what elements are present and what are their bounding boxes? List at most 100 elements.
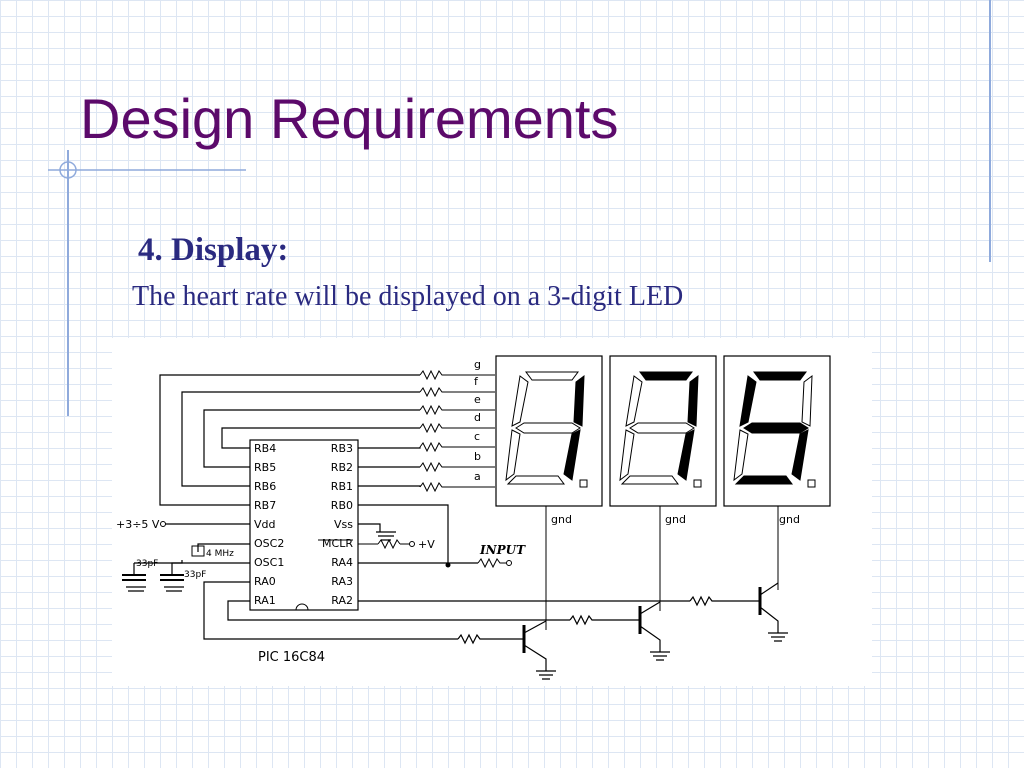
transistor-collector bbox=[639, 601, 661, 615]
pin-label-right: RB1 bbox=[331, 480, 353, 493]
pin-label-right: RB0 bbox=[331, 499, 353, 512]
pin-label-right: RB3 bbox=[331, 442, 353, 455]
segment-d bbox=[506, 475, 565, 485]
pin-label-right: Vss bbox=[334, 518, 353, 531]
gnd-label: gnd bbox=[779, 513, 800, 526]
gnd-label: gnd bbox=[665, 513, 686, 526]
rb-loop-wires bbox=[133, 374, 690, 640]
chip-notch bbox=[295, 603, 309, 611]
chip-label: PIC 16C84 bbox=[258, 650, 325, 665]
pin-label-left: RB7 bbox=[254, 499, 276, 512]
cap1-label: 33pF bbox=[136, 559, 158, 569]
segment-f bbox=[625, 375, 643, 427]
capacitor-icon bbox=[160, 574, 184, 581]
resistor-icon bbox=[377, 538, 401, 550]
wire-rb7 bbox=[159, 374, 420, 506]
segment-label: b bbox=[474, 450, 481, 463]
wire-rb3 bbox=[358, 447, 421, 449]
supply-label: +3÷5 V bbox=[116, 518, 160, 531]
ground-icon bbox=[164, 586, 184, 592]
ground-icon bbox=[126, 586, 146, 592]
segment-d bbox=[620, 475, 679, 485]
ground-icon bbox=[536, 670, 556, 680]
terminal-icon bbox=[160, 521, 166, 527]
wire-rb0 bbox=[358, 504, 449, 565]
segment-f bbox=[511, 375, 529, 427]
capacitor-icon bbox=[122, 574, 146, 581]
crystal-icon bbox=[191, 545, 205, 557]
base-resistor-icon bbox=[689, 595, 760, 607]
pic-chip bbox=[249, 439, 359, 611]
pin-label-right: RB2 bbox=[331, 461, 353, 474]
segment-resistor-icon bbox=[419, 422, 495, 434]
segment-resistor-icon bbox=[419, 461, 495, 473]
pin-label-left: OSC1 bbox=[254, 556, 284, 569]
wire-ra1 bbox=[227, 600, 570, 621]
transistor-emitter bbox=[759, 606, 779, 633]
segment-a bbox=[525, 371, 579, 381]
junction-dot bbox=[445, 562, 451, 568]
segment-e bbox=[733, 429, 749, 482]
segment-label: e bbox=[474, 393, 481, 406]
resistor-icon bbox=[477, 557, 506, 569]
capacitors bbox=[122, 574, 184, 581]
wire-ra0 bbox=[203, 581, 458, 640]
segment-a bbox=[753, 371, 807, 381]
segment-a bbox=[639, 371, 693, 381]
segment-d bbox=[734, 475, 793, 485]
wire-crystal bbox=[171, 543, 210, 575]
pin-label-right: RA3 bbox=[331, 575, 353, 588]
segment-resistor-icon bbox=[419, 386, 495, 398]
crystal-label: 4 MHz bbox=[206, 549, 234, 559]
gnd-label: gnd bbox=[551, 513, 572, 526]
pin-label-left: Vdd bbox=[254, 518, 276, 531]
segment-g bbox=[515, 422, 581, 434]
pin-label-right: RA2 bbox=[331, 594, 353, 607]
pin-label-left: RB6 bbox=[254, 480, 276, 493]
section-heading: 4. Display: bbox=[138, 232, 289, 268]
pin-label-left: RB5 bbox=[254, 461, 276, 474]
base-resistor-icon bbox=[457, 633, 524, 645]
wire-vss bbox=[358, 523, 381, 532]
wire-rb5 bbox=[203, 409, 420, 468]
wire-rb1 bbox=[358, 485, 421, 487]
segment-label: c bbox=[474, 430, 480, 443]
ground-icon bbox=[768, 632, 788, 642]
segment-g bbox=[743, 422, 809, 434]
decimal-point bbox=[579, 479, 588, 488]
segment-f bbox=[739, 375, 757, 427]
segment-resistor-icon bbox=[419, 441, 495, 453]
segment-label: d bbox=[474, 411, 481, 424]
segment-resistor-icon bbox=[419, 481, 495, 493]
input-label: INPUT bbox=[479, 543, 526, 557]
pin-label-left: RA1 bbox=[254, 594, 276, 607]
wire-rb6 bbox=[181, 391, 420, 487]
segment-e bbox=[505, 429, 521, 482]
segment-b bbox=[687, 374, 699, 427]
segment-resistor-icon bbox=[419, 369, 495, 381]
transistors-group bbox=[457, 582, 788, 680]
pin-label-left: RB4 bbox=[254, 442, 276, 455]
terminal-icon bbox=[506, 560, 512, 566]
pin-label-left: RA0 bbox=[254, 575, 276, 588]
transistor-collector bbox=[759, 582, 779, 596]
slide-title: Design Requirements bbox=[80, 87, 619, 150]
bullet-ring-icon bbox=[59, 161, 77, 179]
seven-segment-displays: gnd gnd gnd bbox=[495, 355, 831, 630]
pin-label-left: OSC2 bbox=[254, 537, 284, 550]
segment-c bbox=[791, 429, 809, 481]
segment-c bbox=[677, 429, 695, 481]
ground-icon bbox=[650, 651, 670, 661]
segment-resistor-icon bbox=[419, 404, 495, 416]
transistor-emitter bbox=[523, 644, 547, 671]
pin-label-right: MCLR bbox=[322, 537, 353, 550]
segment-b bbox=[573, 374, 585, 427]
transistor-collector bbox=[523, 620, 547, 634]
segment-label: g bbox=[474, 358, 481, 371]
vplus-label: +V bbox=[418, 538, 435, 551]
